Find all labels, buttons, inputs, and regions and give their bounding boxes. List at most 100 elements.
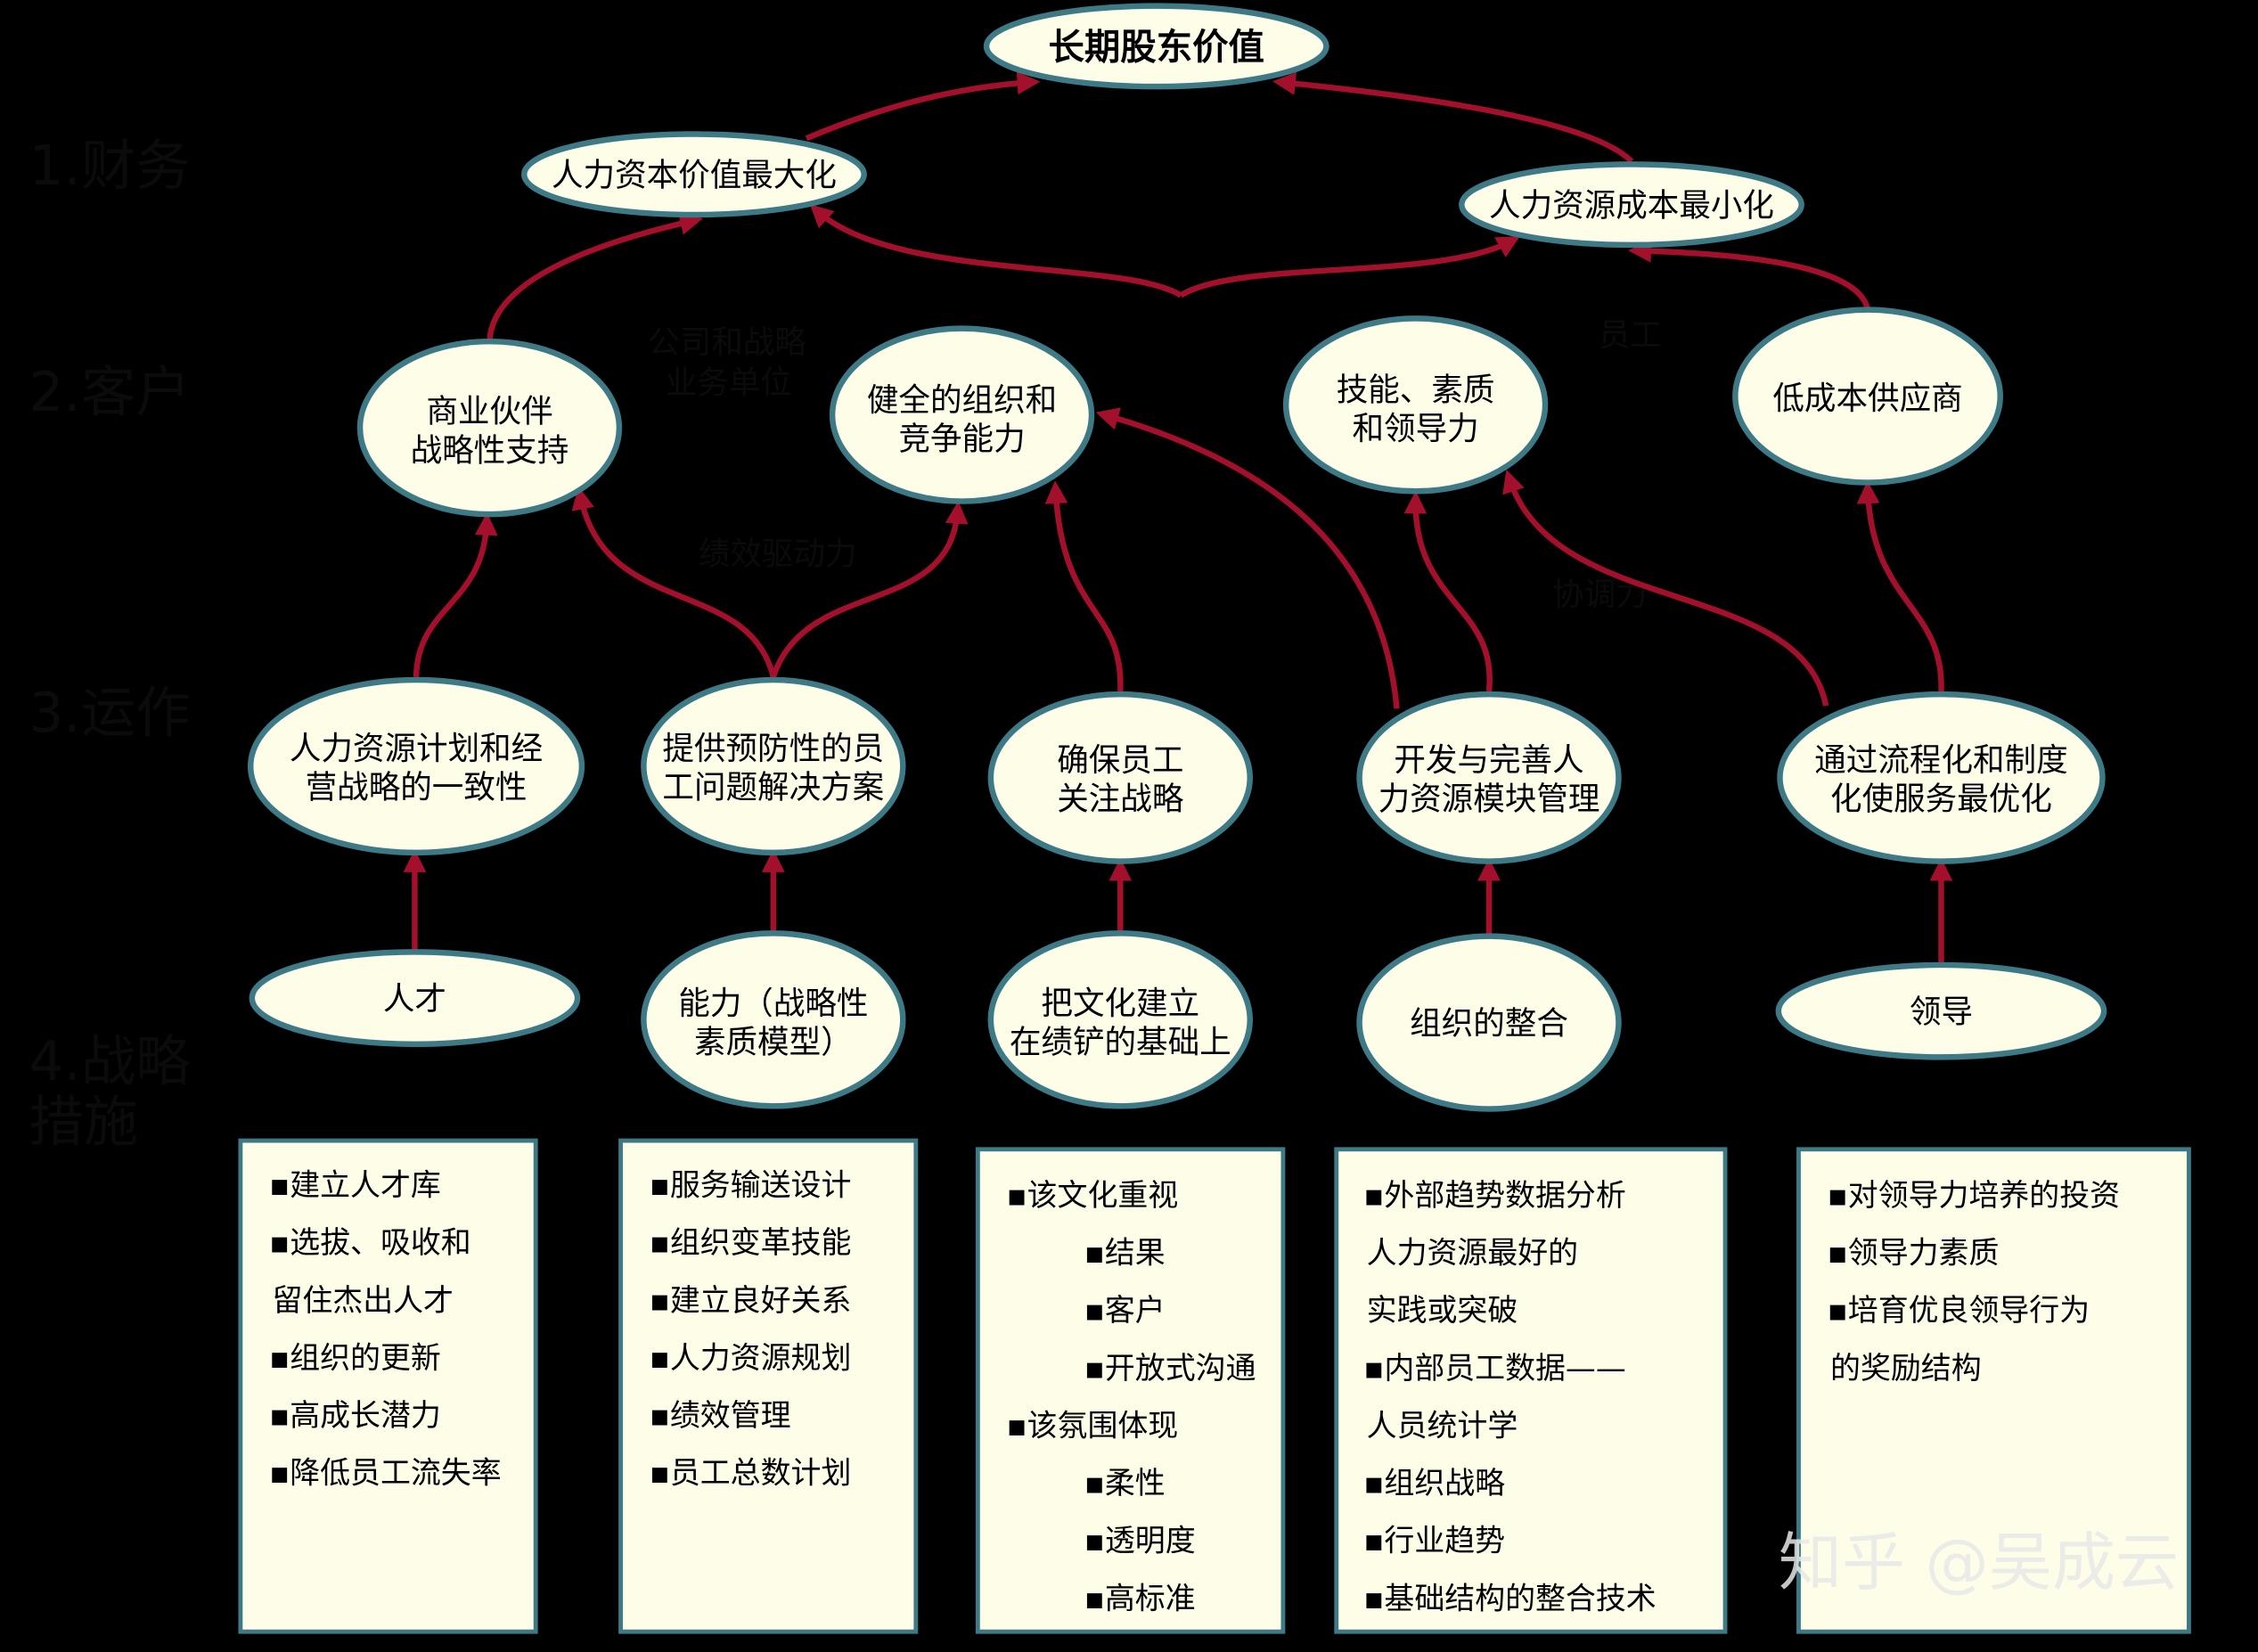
arrow-process-to-skill [1502,469,1829,707]
side-label-business-unit: 业务单位 [666,364,792,401]
arrow-hc-to-top [805,71,1041,142]
svg-text:组织的整合: 组织的整合 [1410,1006,1568,1043]
svg-text:能力（战略性: 能力（战略性 [678,985,868,1022]
svg-text:素质模型）: 素质模型） [694,1025,853,1061]
node-long-term-shareholder-value: 长期股东价值 [983,3,1329,90]
arrow-center-to-cost [1179,236,1520,299]
measure-box-ability: ▪服务输送设计 ▪组织变革技能 ▪建立良好关系 ▪人力资源规划 ▪绩效管理 ▪员… [618,1138,919,1634]
svg-text:战略性支持: 战略性支持 [411,432,569,469]
svg-text:▪服务输送设计: ▪服务输送设计 [650,1169,852,1204]
svg-text:人力资源成本最小化: 人力资源成本最小化 [1489,188,1774,225]
node-organization-integration: 组织的整合 [1356,933,1622,1112]
measure-box-integration: ▪外部趋势数据分析 人力资源最好的 实践或突破 ▪内部员工数据—— 人员统计学 … [1334,1147,1728,1634]
svg-text:人力资本价值最大化: 人力资本价值最大化 [552,158,837,194]
node-skills-leadership: 技能、素质 和领导力 [1282,315,1549,495]
svg-text:力资源模块管理: 力资源模块管理 [1379,781,1600,817]
svg-text:▪该文化重视: ▪该文化重视 [1007,1179,1179,1214]
node-hr-plan-alignment: 人力资源计划和经 营战略的一致性 [247,676,585,856]
svg-text:▪选拔、吸收和: ▪选拔、吸收和 [269,1226,471,1261]
svg-text:▪行业趋势: ▪行业趋势 [1363,1525,1505,1559]
node-hr-cost-min: 人力资源成本最小化 [1459,161,1804,249]
svg-text:提供预防性的员: 提供预防性的员 [662,731,884,767]
svg-text:人才: 人才 [383,981,446,1018]
node-leadership: 领导 [1775,961,2107,1060]
svg-text:人力资源最好的: 人力资源最好的 [1367,1236,1578,1271]
svg-text:技能、素质: 技能、素质 [1337,372,1495,408]
svg-text:把文化建立: 把文化建立 [1041,985,1199,1022]
level-label-customer: 2.客户 [29,361,190,424]
arrow-cost-to-top [1272,71,1634,164]
svg-text:▪组织战略: ▪组织战略 [1363,1467,1505,1501]
svg-text:▪开放式沟通: ▪开放式沟通 [1084,1352,1256,1386]
svg-text:健全的组织和: 健全的组织和 [867,382,1057,419]
svg-text:▪该氛围体现: ▪该氛围体现 [1007,1409,1179,1443]
arrow-center-to-hc [809,204,1182,299]
node-human-capital-max: 人力资本价值最大化 [521,131,867,218]
svg-text:长期股东价值: 长期股东价值 [1049,25,1264,68]
measure-box-talent: ▪建立人才库 ▪选拔、吸收和 留住杰出人才 ▪组织的更新 ▪高成长潜力 ▪降低员… [238,1138,538,1634]
side-label-employee: 员工 [1599,317,1662,354]
node-hr-module-development: 开发与完善人 力资源模块管理 [1356,691,1622,864]
svg-text:人力资源计划和经: 人力资源计划和经 [290,731,543,767]
node-ability-model: 能力（战略性 素质模型） [641,930,906,1109]
arrows [403,71,1953,962]
svg-text:▪高成长潜力: ▪高成长潜力 [269,1399,441,1434]
svg-text:▪绩效管理: ▪绩效管理 [650,1399,791,1434]
svg-text:▪透明度: ▪透明度 [1084,1525,1196,1559]
svg-text:的奖励结构: 的奖励结构 [1830,1352,1982,1386]
side-label-company: 公司和战略 [648,324,806,361]
svg-text:营战略的一致性: 营战略的一致性 [306,769,528,806]
level-label-measures: 措施 [29,1091,138,1154]
arrow-focus-to-org [1044,480,1124,692]
svg-text:留住杰出人才: 留住杰出人才 [272,1284,454,1319]
svg-text:▪人力资源规划: ▪人力资源规划 [650,1341,852,1376]
level-label-operations: 3.运作 [29,682,190,745]
svg-text:▪基础结构的整合技术: ▪基础结构的整合技术 [1363,1582,1656,1616]
node-organization-competence: 健全的组织和 竞争能力 [829,325,1095,504]
svg-text:工问题解决方案: 工问题解决方案 [662,769,884,806]
node-talent: 人才 [249,949,581,1048]
node-preventive-solutions: 提供预防性的员 工问题解决方案 [641,676,906,856]
node-process-optimization: 通过流程化和制度 化使服务最优化 [1777,691,2106,864]
svg-text:▪培育优良领导行为: ▪培育优良领导行为 [1828,1294,2090,1329]
arrow-prevent-to-org [770,500,969,678]
svg-text:化使服务最优化: 化使服务最优化 [1830,781,2052,817]
measure-box-leadership: ▪对领导力培养的投资 ▪领导力素质 ▪培育优良领导行为 的奖励结构 [1796,1147,2191,1634]
arrow-develop-to-org [1095,407,1400,709]
arrow-prevent-to-partner [571,486,776,678]
svg-text:▪结果: ▪结果 [1084,1236,1166,1271]
watermark: 知乎 @吴成云 [1779,1525,2179,1599]
svg-text:关注战略: 关注战略 [1057,781,1184,817]
svg-text:▪员工总数计划: ▪员工总数计划 [650,1457,852,1492]
svg-text:▪外部趋势数据分析: ▪外部趋势数据分析 [1363,1179,1625,1214]
svg-text:通过流程化和制度: 通过流程化和制度 [1814,742,2067,779]
svg-text:在绩铲的基础上: 在绩铲的基础上 [1010,1025,1231,1061]
node-employee-strategy-focus: 确保员工 关注战略 [987,691,1253,864]
svg-text:▪内部员工数据——: ▪内部员工数据—— [1363,1352,1625,1386]
svg-text:▪建立人才库: ▪建立人才库 [269,1169,441,1204]
svg-text:低成本供应商: 低成本供应商 [1772,380,1962,417]
measure-box-culture: ▪该文化重视 ▪结果 ▪客户 ▪开放式沟通 ▪该氛围体现 ▪柔性 ▪透明度 ▪高… [975,1147,1286,1634]
node-business-partner: 商业伙伴 战略性支持 [356,338,623,518]
svg-text:▪组织变革技能: ▪组织变革技能 [650,1226,852,1261]
svg-text:实践或突破: 实践或突破 [1367,1294,1518,1329]
svg-text:▪组织的更新: ▪组织的更新 [269,1341,441,1376]
svg-text:领导: 领导 [1910,994,1973,1031]
svg-text:商业伙伴: 商业伙伴 [426,394,552,430]
svg-text:▪建立良好关系: ▪建立良好关系 [650,1284,852,1319]
svg-text:人员统计学: 人员统计学 [1367,1409,1518,1443]
node-culture-performance: 把文化建立 在绩铲的基础上 [987,930,1253,1109]
svg-text:▪高标准: ▪高标准 [1084,1582,1196,1616]
svg-text:竞争能力: 竞争能力 [898,421,1025,457]
arrow-lowcost-to-cost [1628,239,1871,311]
level-label-strategy: 4.战略 [29,1030,190,1093]
svg-text:和领导力: 和领导力 [1353,411,1479,447]
arrow-develop-to-skill [1403,490,1493,692]
svg-text:▪对领导力培养的投资: ▪对领导力培养的投资 [1828,1179,2120,1214]
arrow-partner-to-hc [487,212,704,342]
arrow-plan-to-partner [413,511,498,677]
svg-text:开发与完善人: 开发与完善人 [1394,742,1583,779]
svg-text:▪降低员工流失率: ▪降低员工流失率 [269,1457,501,1492]
node-low-cost-supplier: 低成本供应商 [1732,307,2003,486]
